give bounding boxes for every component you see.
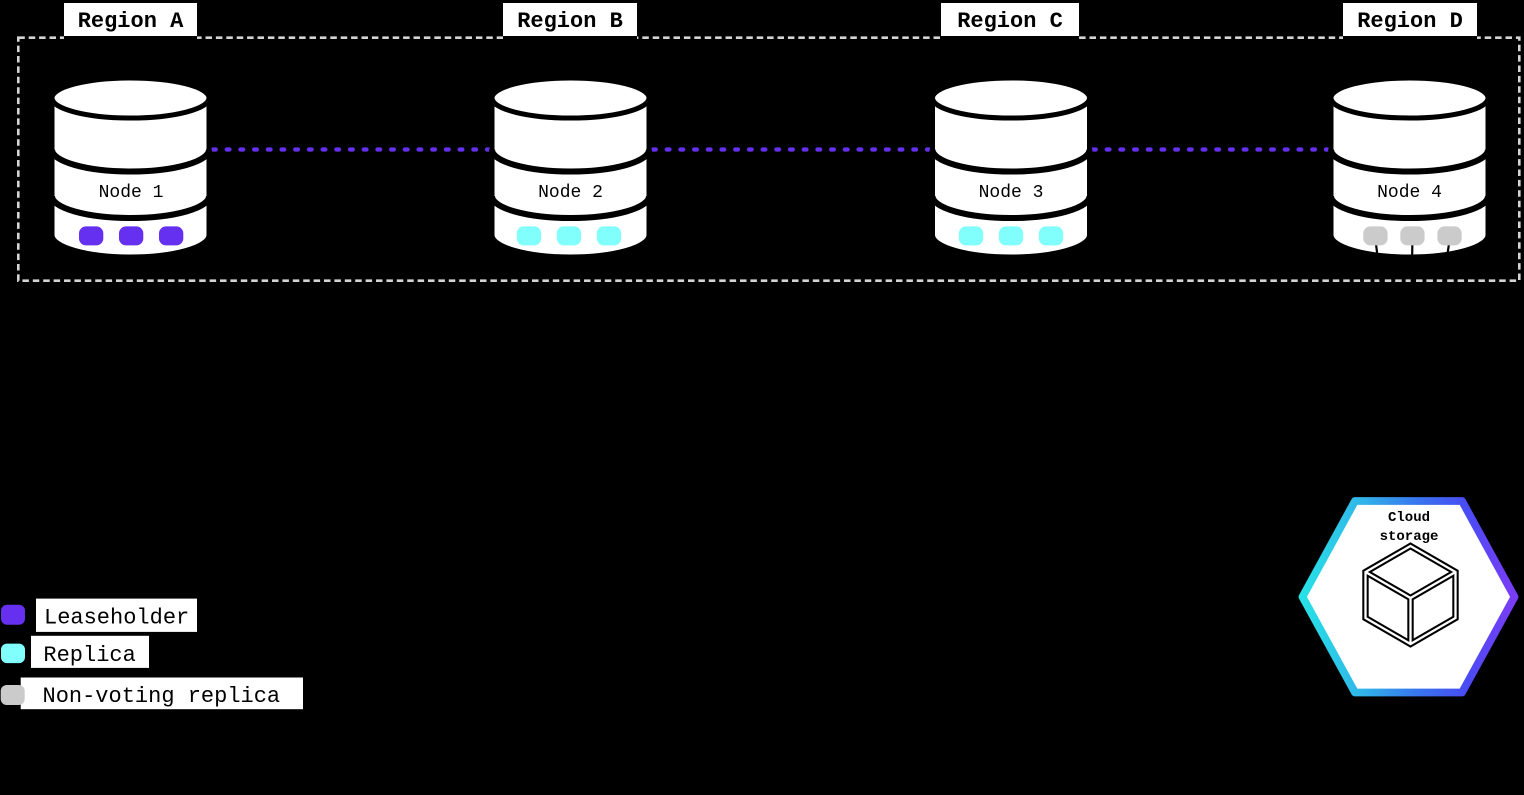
svg-text:Region D: Region D bbox=[1357, 9, 1463, 34]
svg-text:storage: storage bbox=[1380, 529, 1439, 545]
svg-text:Node 1: Node 1 bbox=[99, 183, 164, 203]
svg-text:Node 2: Node 2 bbox=[538, 183, 603, 203]
svg-text:Cloud: Cloud bbox=[1388, 510, 1430, 526]
svg-text:Non-voting replica: Non-voting replica bbox=[43, 684, 281, 709]
svg-text:Leaseholder: Leaseholder bbox=[44, 606, 189, 631]
svg-text:Node 3: Node 3 bbox=[979, 183, 1044, 203]
svg-text:Region C: Region C bbox=[957, 9, 1063, 34]
svg-text:Replica: Replica bbox=[43, 643, 135, 668]
svg-text:Node 4: Node 4 bbox=[1377, 183, 1442, 203]
svg-text:Region B: Region B bbox=[517, 9, 623, 34]
svg-text:Region A: Region A bbox=[78, 9, 184, 34]
